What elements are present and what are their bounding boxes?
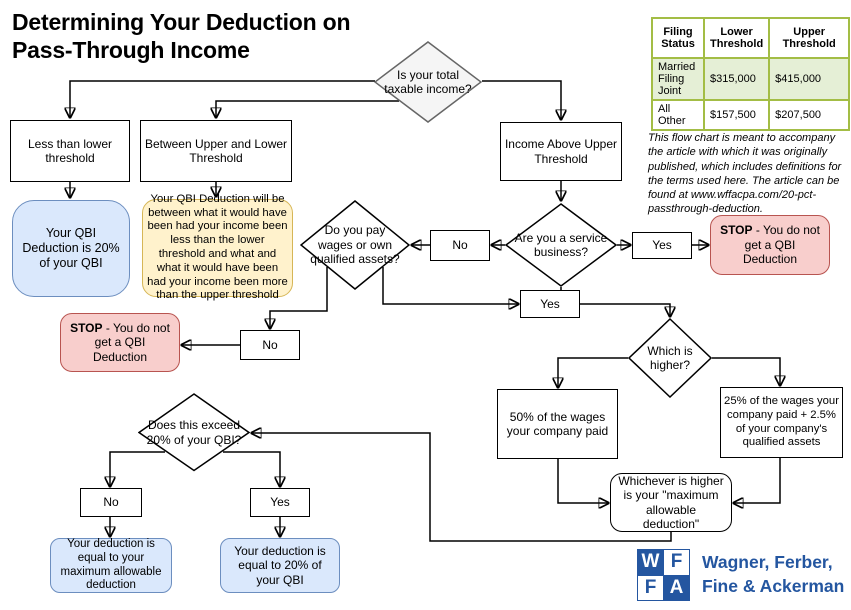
connector [580,303,670,316]
connector [558,357,628,387]
table-cell: $157,500 [702,99,771,131]
result-label: Your deduction is equal to 20% of your Q… [234,543,326,587]
connector [712,357,780,385]
logo-letter: A [664,575,689,600]
company-name: Wagner, Ferber, Fine & Ackerman [702,552,845,596]
box-50pct-wages: 50% of the wages your company paid [497,389,618,459]
box-label: Yes [270,495,290,510]
stop-box-left: STOP - You do not get a QBI Deduction [60,313,180,372]
result-label: Your QBI Deduction will be between what … [147,192,288,302]
threshold-table: Filing Status Lower Threshold Upper Thre… [651,17,851,131]
decision-label: Does this exceed 20% of your QBI? [146,418,242,447]
box-label: No [103,495,119,510]
table-row: All Other $157,500 $207,500 [651,99,851,131]
page-title: Determining Your Deduction on Pass-Throu… [12,9,351,64]
box-label: Income Above Upper Threshold [504,137,618,166]
box-label: Between Upper and Lower Threshold [144,136,288,165]
decision-exceed-20pct: Does this exceed 20% of your QBI? [138,393,250,472]
box-label: 25% of the wages your company paid + 2.5… [724,394,839,449]
box-label: No [262,337,278,352]
result-deduction-20pct: Your deduction is equal to 20% of your Q… [220,538,340,593]
box-no-exceed: No [80,488,142,517]
decision-pay-wages: Do you pay wages or own qualified assets… [300,200,410,290]
box-no-service: No [430,230,490,261]
accompanying-note: This flow chart is meant to accompany th… [648,132,842,216]
stop-box-right: STOP - You do not get a QBI Deduction [710,215,830,275]
stop-label: STOP - You do not get a QBI Deduction [70,320,170,364]
connector [734,458,781,503]
box-label: Yes [652,238,672,253]
decision-label: Do you pay wages or own qualified assets… [310,223,400,267]
result-qbi-20pct: Your QBI Deduction is 20% of your QBI [12,200,130,297]
decision-label: Are you a service business? [514,230,608,259]
decision-which-higher: Which is higher? [628,318,712,398]
connector [216,100,399,117]
decision-taxable-income: Is your total taxable income? [374,41,482,123]
column-header: Upper Threshold [768,17,851,59]
column-header: Filing Status [651,17,705,59]
box-label: 50% of the wages your company paid [506,409,609,438]
box-above-upper: Income Above Upper Threshold [500,122,622,181]
box-label: No [452,238,468,253]
result-label: Your QBI Deduction is 20% of your QBI [22,226,120,270]
table-cell: All Other [651,99,705,131]
connector [557,459,608,503]
result-label: Your deduction is equal to your maximum … [60,537,162,592]
stop-label: STOP - You do not get a QBI Deduction [720,223,820,267]
connector [70,80,375,117]
box-maximum-allowable: Whichever is higher is your "maximum all… [610,473,732,532]
table-header-row: Filing Status Lower Threshold Upper Thre… [651,17,851,59]
connector [482,80,561,119]
decision-service-business: Are you a service business? [505,203,617,287]
table-cell: $207,500 [768,99,851,131]
box-no-wages: No [240,330,300,360]
table-cell: $315,000 [702,57,771,101]
table-row: Married Filing Joint $315,000 $415,000 [651,57,851,101]
box-label: Yes [540,296,560,311]
box-label: Whichever is higher is your "maximum all… [618,473,724,531]
table-cell: $415,000 [768,57,851,101]
wffa-logo: W F F A [637,549,690,601]
logo-letter: F [638,575,663,600]
result-deduction-max: Your deduction is equal to your maximum … [50,538,172,593]
box-less-than-lower: Less than lower threshold [10,120,130,182]
decision-label: Is your total taxable income? [384,67,472,96]
box-yes-exceed: Yes [250,488,310,517]
box-25pct-wages-assets: 25% of the wages your company paid + 2.5… [720,387,843,458]
column-header: Lower Threshold [702,17,771,59]
logo-letter: F [664,550,689,575]
box-yes-service: Yes [632,232,692,259]
decision-label: Which is higher? [647,343,693,372]
logo-letter: W [638,550,663,575]
table-cell: Married Filing Joint [651,57,705,101]
box-label: Less than lower threshold [27,136,113,165]
box-yes-wages: Yes [520,290,580,318]
box-between-thresholds: Between Upper and Lower Threshold [140,120,292,182]
result-qbi-between: Your QBI Deduction will be between what … [142,193,293,301]
